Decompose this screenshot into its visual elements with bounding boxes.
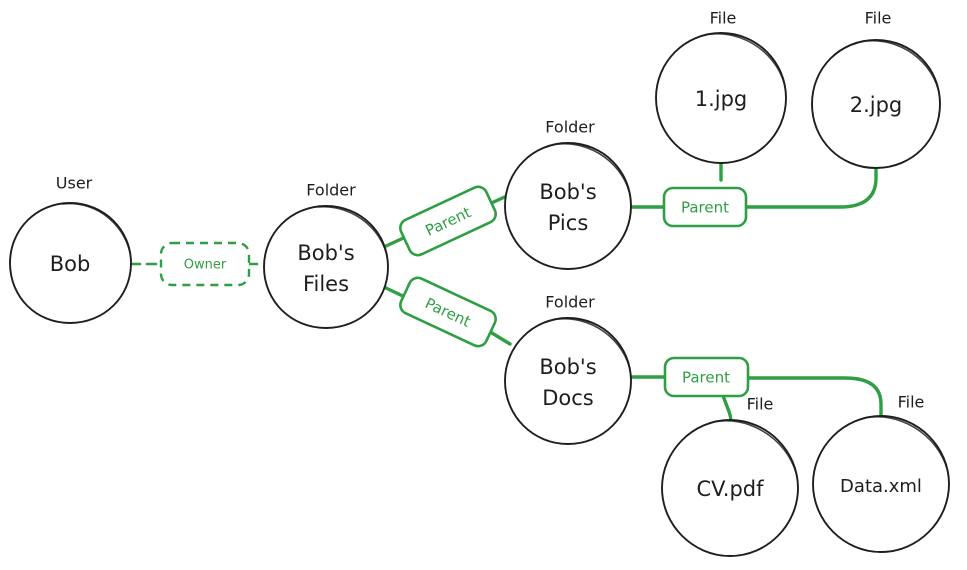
node-bobs-pics-circle [504,142,632,270]
node-bobs-docs-label-line1: Bob's [539,355,596,379]
rel-label-parent-docs-box [399,276,497,348]
node-bobs-docs-overdraw [558,318,632,380]
node-dataxml-circle [812,415,950,553]
rel-label-parent-docs[interactable]: Parent [397,275,498,349]
edge-parent-jpgs[interactable] [629,161,878,209]
node-bobs-docs[interactable]: Folder Bob's Docs [504,293,632,445]
rel-label-owner[interactable]: Owner [159,241,251,287]
edge-label-to-jpg2 [743,166,878,209]
node-1jpg[interactable]: File 1.jpg [655,9,787,164]
node-bobs-files-overdraw [317,206,389,266]
node-bobs-files-label-line1: Bob's [297,241,354,265]
node-bob-circle-overdraw [62,202,132,262]
node-bobs-pics[interactable]: Folder Bob's Pics [504,118,632,270]
edge-label-to-dataxml [746,376,883,418]
rel-label-parent-jpgs-box [662,186,748,228]
node-bobs-pics-overdraw [558,143,632,205]
node-bobs-docs-label-line2: Docs [542,386,594,410]
node-bob-type: User [56,174,93,193]
edge-label-to-cvpdf [720,391,733,424]
node-cvpdf-label: CV.pdf [696,477,764,501]
node-bobs-pics-type: Folder [545,118,595,137]
node-1jpg-overdraw [711,33,787,97]
node-1jpg-label: 1.jpg [695,87,748,111]
node-dataxml-overdraw [871,416,950,483]
node-bobs-files-label-line2: Files [303,272,349,296]
node-2jpg-overdraw [866,40,941,103]
node-cvpdf-type: File [747,395,774,414]
node-bobs-docs-type: Folder [545,293,595,312]
node-dataxml-label: Data.xml [840,476,922,497]
rel-label-owner-text: Owner [184,258,227,273]
node-cvpdf-overdraw [720,420,799,487]
node-dataxml[interactable]: File Data.xml [812,393,950,553]
rel-label-parent-jpgs-text: Parent [681,199,729,217]
node-1jpg-circle [655,32,787,164]
node-1jpg-type: File [710,9,737,28]
rel-label-parent-docfiles[interactable]: Parent [663,356,750,398]
node-bobs-pics-label-line2: Pics [548,211,589,235]
node-bob[interactable]: User Bob [9,174,132,324]
node-2jpg-circle [811,39,941,169]
rel-label-parent-pics[interactable]: Parent [397,184,498,258]
node-dataxml-type: File [898,393,925,412]
rel-label-parent-pics-box [399,185,497,257]
node-bobs-pics-label-line1: Bob's [539,180,596,204]
node-cvpdf[interactable]: File CV.pdf [661,395,799,557]
node-2jpg-type: File [865,9,892,28]
rel-label-parent-docfiles-text: Parent [682,369,730,387]
node-cvpdf-circle [661,419,799,557]
rel-label-owner-box [159,241,251,287]
node-2jpg-label: 2.jpg [850,93,903,117]
node-bobs-docs-circle [504,317,632,445]
node-bobs-files[interactable]: Folder Bob's Files [263,181,389,329]
node-bob-label: Bob [50,252,91,276]
node-2jpg[interactable]: File 2.jpg [811,9,941,169]
rel-label-parent-docfiles-box [663,356,750,398]
rel-label-parent-jpgs[interactable]: Parent [662,186,748,228]
node-bobs-files-type: Folder [306,181,356,200]
node-bobs-files-circle [263,205,389,329]
